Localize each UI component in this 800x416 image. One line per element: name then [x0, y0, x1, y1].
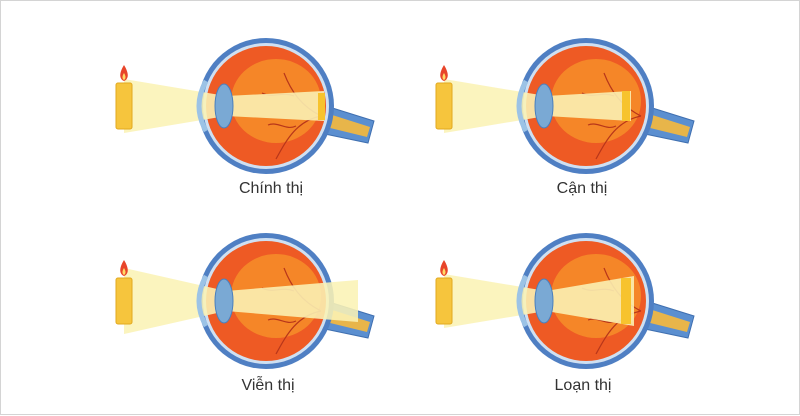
caption-hyperopia: Viễn thị — [241, 377, 295, 394]
candle — [435, 82, 453, 130]
flame-core — [122, 268, 126, 275]
caption-astigmatism: Loạn thị — [554, 377, 612, 394]
optic-nerve — [642, 308, 690, 332]
retina-vessel — [267, 318, 297, 323]
cornea — [516, 79, 529, 133]
light-beam — [124, 268, 358, 334]
flame-core — [442, 268, 446, 275]
candle — [435, 277, 453, 325]
eye-diagram-normal — [106, 21, 406, 221]
flame-core — [122, 73, 126, 80]
focus-image — [318, 93, 325, 120]
cornea — [196, 79, 209, 133]
retina-vessel — [595, 115, 642, 160]
optic-nerve — [322, 113, 370, 137]
retina-vessel — [595, 310, 642, 355]
eye-svg — [435, 38, 695, 174]
lens — [534, 83, 554, 129]
eye-diagram-astigmatism — [426, 216, 726, 416]
cornea — [516, 274, 529, 328]
caption-myopia: Cận thị — [556, 180, 608, 197]
caption-normal-vision: Chính thị — [238, 180, 304, 197]
focus-image — [621, 278, 631, 324]
eye-svg — [435, 233, 695, 369]
lens — [214, 83, 234, 129]
eye-svg — [115, 233, 375, 369]
cornea — [196, 274, 209, 328]
flame-core — [442, 73, 446, 80]
retina-vessel — [587, 123, 617, 128]
retina-vessel — [267, 123, 297, 128]
candle — [115, 82, 133, 130]
eye-diagram-hyperopia — [106, 216, 406, 416]
candle — [115, 277, 133, 325]
lens — [214, 278, 234, 324]
eye-svg — [115, 38, 375, 174]
optic-nerve — [642, 113, 690, 137]
focus-image — [622, 91, 630, 121]
lens — [534, 278, 554, 324]
eye-diagram-myopia — [426, 21, 726, 221]
